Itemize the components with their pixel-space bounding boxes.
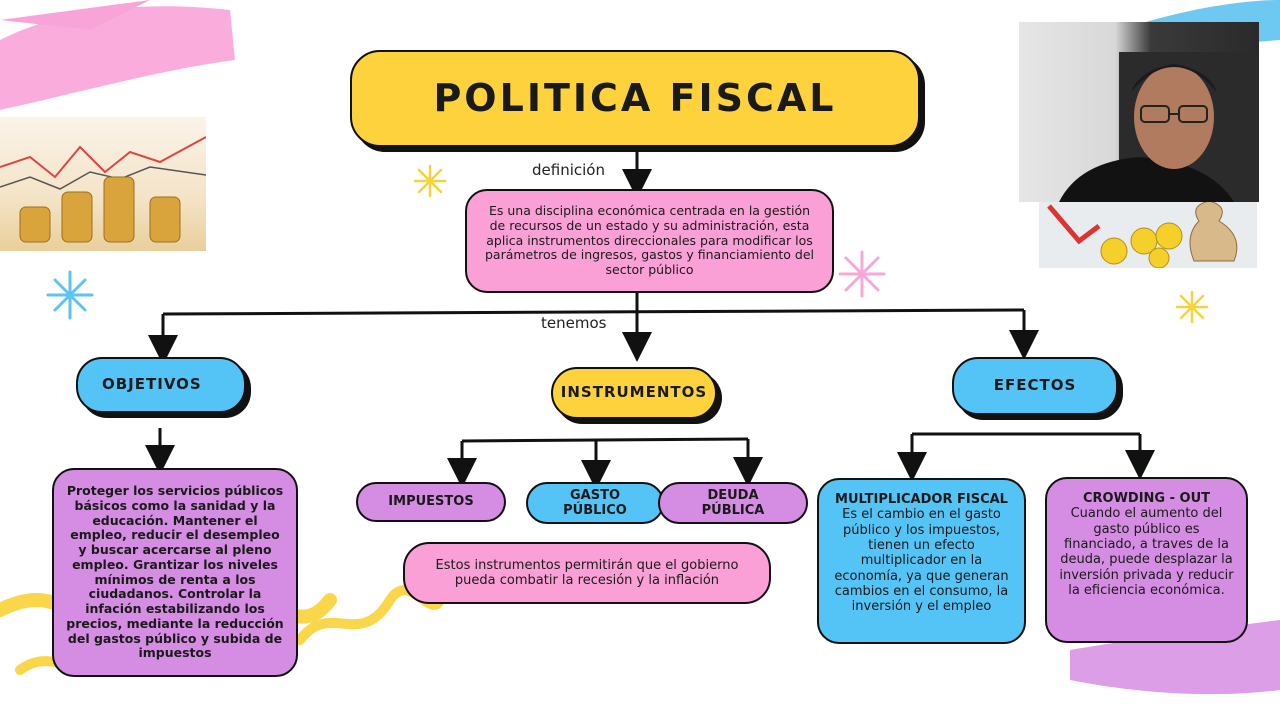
definition-label: definición <box>528 161 609 179</box>
title-box: POLITICA FISCAL <box>350 50 920 147</box>
multiplicador-title: MULTIPLICADOR FISCAL <box>835 492 1008 507</box>
crowding-title: CROWDING - OUT <box>1082 491 1211 506</box>
page-title: POLITICA FISCAL <box>433 76 837 121</box>
instrumentos-note-box: Estos instrumentos permitirán que el gob… <box>403 542 771 604</box>
deuda-publica-box: DEUDA PÚBLICA <box>658 482 808 524</box>
instrumentos-box: INSTRUMENTOS <box>551 367 717 419</box>
multiplicador-box: MULTIPLICADOR FISCAL Es el cambio en el … <box>817 478 1026 644</box>
efectos-label: EFECTOS <box>993 376 1077 395</box>
multiplicador-text: Es el cambio en el gasto público y los i… <box>834 507 1009 615</box>
objetivos-detail-box: Proteger los servicios públicos básicos … <box>52 468 298 677</box>
definition-text: Es una disciplina económica centrada en … <box>484 203 815 278</box>
money-image <box>1039 196 1257 268</box>
impuestos-label: IMPUESTOS <box>388 494 474 510</box>
objetivos-text: Proteger los servicios públicos básicos … <box>66 483 284 661</box>
efectos-box: EFECTOS <box>952 357 1118 415</box>
coins-chart-image <box>0 117 206 251</box>
webcam-video <box>1019 22 1259 202</box>
crowding-text: Cuando el aumento del gasto público es f… <box>1059 506 1234 598</box>
instrumentos-label: INSTRUMENTOS <box>560 383 708 402</box>
gasto-publico-label: GASTO PÚBLICO <box>563 487 627 518</box>
objetivos-label: OBJETIVOS <box>102 375 202 394</box>
deuda-publica-label: DEUDA PÚBLICA <box>701 487 765 518</box>
have-label: tenemos <box>537 314 611 332</box>
impuestos-box: IMPUESTOS <box>356 482 506 522</box>
crowding-box: CROWDING - OUT Cuando el aumento del gas… <box>1045 477 1248 643</box>
objetivos-box: OBJETIVOS <box>76 357 246 413</box>
gasto-publico-box: GASTO PÚBLICO <box>526 482 664 524</box>
instrumentos-note: Estos instrumentos permitirán que el gob… <box>435 557 739 588</box>
definition-box: Es una disciplina económica centrada en … <box>465 189 834 293</box>
